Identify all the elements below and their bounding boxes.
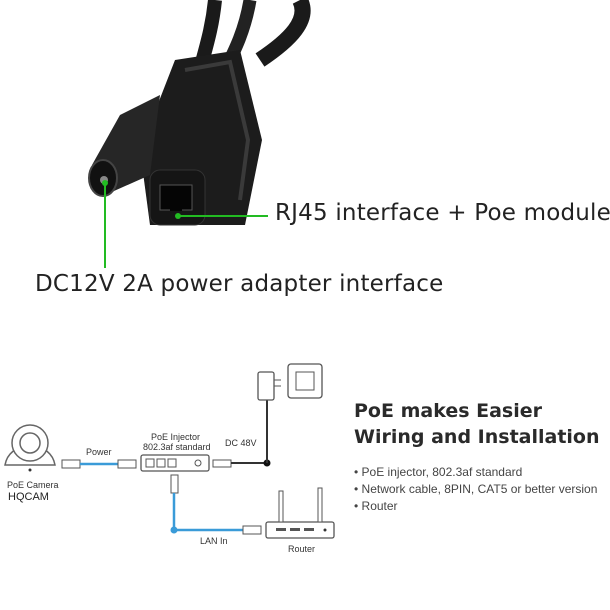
dc-voltage-label: DC 48V (225, 438, 257, 448)
router-label: Router (288, 544, 316, 554)
power-adapter-icon (257, 371, 281, 401)
dc-label: DC12V 2A power adapter interface (35, 271, 444, 297)
wall-outlet-icon (287, 363, 323, 399)
router-icon (265, 487, 335, 539)
feature-item: • PoE injector, 802.3af standard (354, 465, 523, 479)
feature-item: • Router (354, 499, 398, 513)
feature-item: • Network cable, 8PIN, CAT5 or better ve… (354, 482, 598, 496)
camera-icon (4, 424, 56, 472)
lan-label: LAN In (200, 536, 228, 546)
rj45-port (149, 169, 206, 226)
rj45-label: RJ45 interface + Poe module (275, 200, 610, 226)
lan-cable (170, 474, 262, 535)
dc-jack (88, 95, 160, 197)
injector-label: PoE Injector (151, 432, 201, 442)
power-label: Power (86, 447, 112, 457)
injector-icon (140, 400, 271, 472)
camera-brand: HQCAM (8, 491, 49, 503)
feature-list: • PoE injector, 802.3af standard • Netwo… (354, 464, 597, 515)
info-title: PoE makes Easier Wiring and Installation (354, 398, 600, 450)
pointer-lines (102, 180, 268, 268)
title-line-2: Wiring and Installation (354, 426, 600, 448)
title-line-1: PoE makes Easier (354, 400, 543, 422)
camera-label: PoE Camera (7, 480, 59, 490)
injector-standard: 802.3af standard (143, 442, 211, 452)
power-cable (61, 459, 137, 469)
